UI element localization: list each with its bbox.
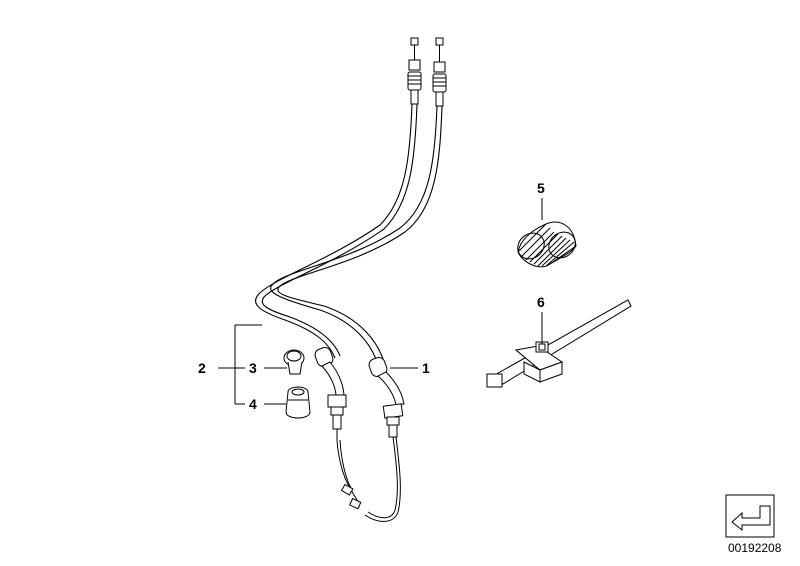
- bushing-icon: [285, 386, 311, 419]
- cable-tie-icon: [486, 299, 632, 388]
- callout-2: 2: [198, 360, 206, 376]
- spring-icon: [517, 221, 577, 268]
- leader-lines: [218, 198, 543, 405]
- grommet-icon: [283, 349, 305, 375]
- callout-4: 4: [249, 396, 257, 412]
- arrow-badge-icon: [725, 494, 775, 538]
- callout-labels: 1 2 3 4 5 6: [198, 180, 545, 412]
- callout-1: 1: [422, 360, 430, 376]
- callout-3: 3: [249, 360, 257, 376]
- reference-number: 00192208: [728, 541, 782, 555]
- callout-6: 6: [537, 294, 545, 310]
- cable-assembly-icon: [255, 37, 447, 522]
- callout-5: 5: [537, 180, 545, 196]
